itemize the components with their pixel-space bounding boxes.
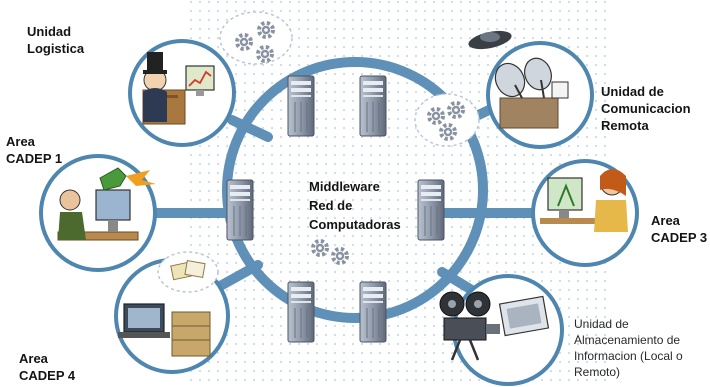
label-line: Unidad	[27, 24, 72, 39]
node-almacenamiento	[439, 274, 564, 386]
node-area-cadep-4	[114, 251, 230, 374]
film-projector-icon	[439, 291, 550, 361]
node-area-cadep-3	[531, 159, 639, 267]
label-line: Informacion (Local o	[574, 349, 683, 363]
server-icon	[359, 281, 387, 343]
executive-desk-icon	[142, 52, 215, 125]
satellite-dish-icon	[468, 30, 569, 129]
server-icon	[417, 179, 445, 241]
label-line: Remoto)	[574, 365, 621, 379]
label-line: Area	[19, 351, 48, 366]
center-label-line: Computadoras	[309, 217, 401, 232]
workstation-icon	[57, 167, 156, 241]
workstation-icon	[540, 169, 628, 232]
label-line: CADEP 3	[651, 230, 708, 245]
label-line: Comunicacion	[601, 101, 691, 116]
label-line: Unidad de	[601, 84, 664, 99]
label-almacenamiento: Unidad de Almacenamiento de Informacion …	[574, 316, 683, 380]
label-line: Unidad de	[574, 317, 629, 331]
center-label-middleware: Middleware Red de Computadoras	[309, 177, 401, 234]
label-line: CADEP 1	[6, 151, 63, 166]
server-icon	[226, 179, 254, 241]
node-comunicacion-remota	[468, 30, 594, 149]
label-area-cadep-1: Area CADEP 1	[6, 133, 62, 167]
label-line: CADEP 4	[19, 368, 76, 383]
label-unidad-logistica: Unidad Logistica	[27, 23, 84, 57]
gears-thought-bubble	[219, 11, 293, 65]
label-line: Area	[6, 134, 35, 149]
center-label-line: Red de	[309, 198, 353, 213]
server-icon	[287, 75, 315, 137]
node-area-cadep-1	[39, 154, 157, 272]
document-archive-icon	[118, 251, 219, 357]
label-line: Logistica	[27, 41, 85, 56]
label-line: Area	[651, 213, 680, 228]
label-line: Remota	[601, 118, 649, 133]
label-comunicacion-remota: Unidad de Comunicacion Remota	[601, 83, 691, 134]
label-area-cadep-4: Area CADEP 4	[19, 350, 75, 384]
server-icon	[287, 281, 315, 343]
gears-thought-bubble	[414, 93, 480, 147]
node-unidad-logistica	[128, 39, 236, 147]
label-area-cadep-3: Area CADEP 3	[651, 212, 707, 246]
center-label-line: Middleware	[309, 179, 380, 194]
label-line: Almacenamiento de	[574, 333, 681, 347]
server-icon	[359, 75, 387, 137]
